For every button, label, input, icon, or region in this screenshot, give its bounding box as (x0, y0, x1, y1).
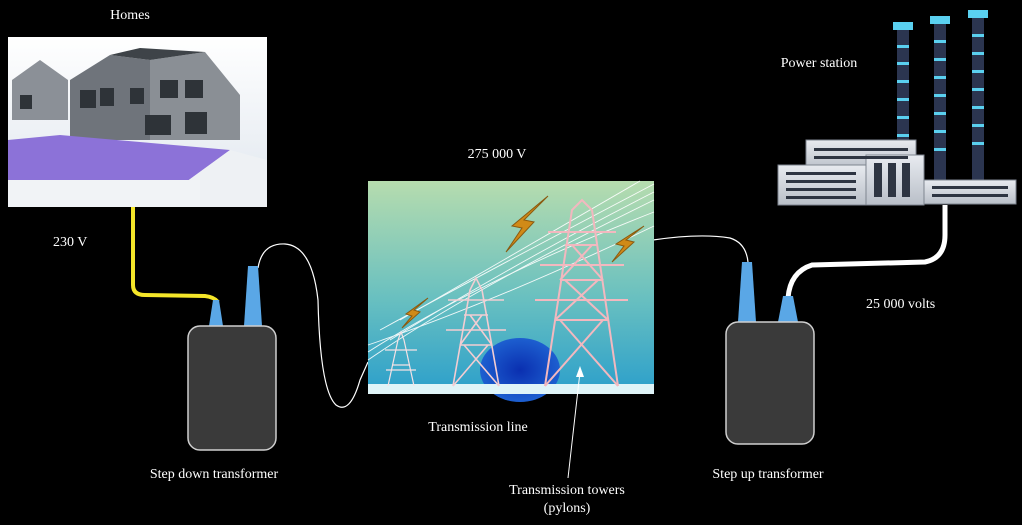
arrow-to-pylons (567, 371, 581, 479)
label-voltage-homes: 230 V (53, 235, 87, 250)
arrow-head (576, 366, 584, 377)
cable-stepdown-to-line (257, 243, 369, 408)
label-transmission-line: Transmission line (428, 420, 527, 435)
cable-homes-to-stepdown (131, 207, 220, 304)
step-up-transformer (725, 262, 815, 445)
cable-line-to-stepup (652, 235, 749, 263)
label-power-station: Power station (781, 56, 858, 71)
label-step-down-transformer: Step down transformer (150, 467, 279, 482)
label-voltage-station: 25 000 volts (866, 297, 935, 312)
power-station-icon (777, 10, 1017, 206)
step-down-transformer (187, 266, 277, 451)
cable-stepup-to-station (785, 205, 948, 299)
label-homes: Homes (110, 8, 150, 23)
label-transmission-towers: Transmission towers (509, 483, 625, 498)
label-pylons: (pylons) (544, 501, 591, 516)
label-step-up-transformer: Step up transformer (712, 467, 824, 482)
transmission-picture (367, 180, 655, 402)
homes-picture (8, 37, 267, 207)
label-voltage-transmission: 275 000 V (468, 147, 527, 162)
